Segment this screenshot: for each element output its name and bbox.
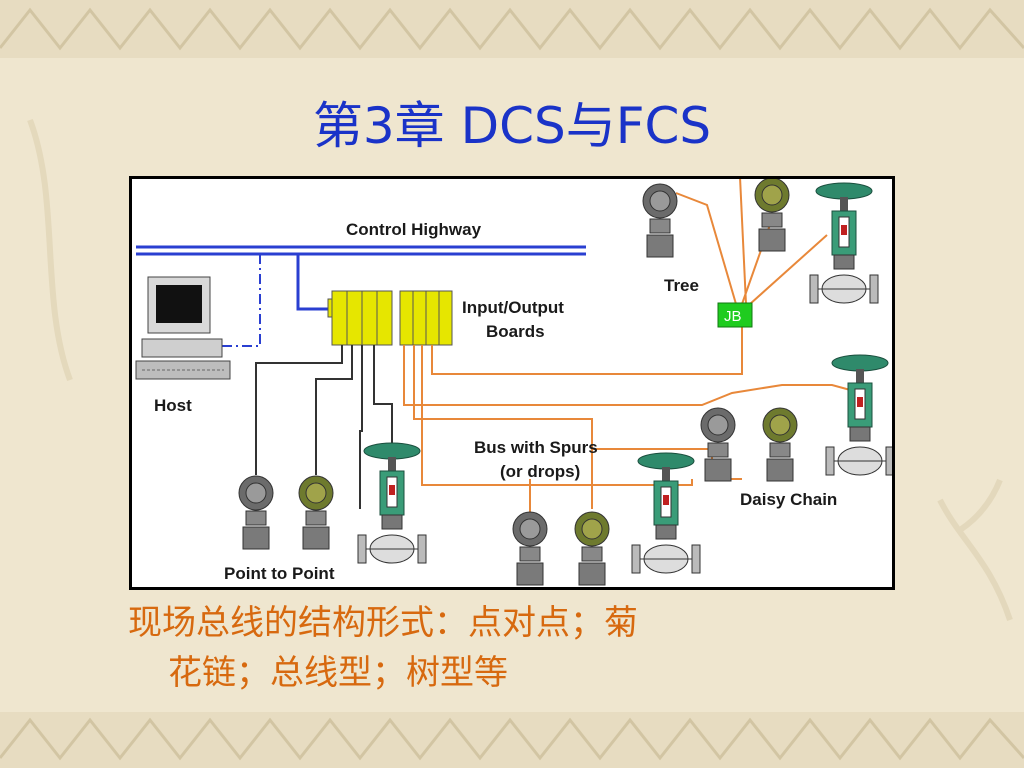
pressure-transmitter-icon [700, 407, 736, 482]
host-label: Host [154, 396, 192, 415]
host-link [212, 254, 261, 347]
pressure-transmitter-icon [762, 407, 798, 482]
slide-title: 第3章 DCS与FCS [312, 97, 712, 155]
pressure-transmitter-icon [298, 475, 334, 550]
bus-spurs-label-2: (or drops) [500, 462, 580, 481]
bus-spurs-label-1: Bus with Spurs [474, 438, 598, 457]
fieldbus-topology-diagram: Control Highway Host Input/Output Boards [129, 176, 895, 590]
io-boards-label-1: Input/Output [462, 298, 564, 317]
control-valve-icon [357, 442, 427, 564]
pressure-transmitter-icon [238, 475, 274, 550]
control-valve-icon [825, 354, 892, 476]
caption-line-2: 花链；总线型；树型等 [168, 653, 508, 693]
io-boards-label-2: Boards [486, 322, 545, 341]
caption-line-1: 现场总线的结构形式：点对点；菊 [128, 603, 638, 643]
io-boards [327, 290, 453, 346]
junction-box-label: JB [724, 308, 742, 325]
tree-label: Tree [664, 276, 699, 295]
junction-box [717, 302, 753, 328]
pressure-transmitter-icon [574, 511, 610, 586]
control-valve-icon [631, 452, 701, 574]
point-to-point-label: Point to Point [224, 564, 335, 583]
control-valve-icon [809, 182, 879, 304]
pressure-transmitter-icon [512, 511, 548, 586]
daisy-chain-label: Daisy Chain [740, 490, 837, 509]
pressure-transmitter-icon [642, 183, 678, 258]
slide-caption: 现场总线的结构形式：点对点；菊 花链；总线型；树型等 [128, 598, 898, 698]
control-highway-label: Control Highway [346, 220, 482, 239]
pressure-transmitter-icon [754, 179, 790, 252]
io-link [296, 254, 332, 311]
point-to-point-wires [255, 345, 393, 509]
host-computer-icon [135, 276, 231, 380]
